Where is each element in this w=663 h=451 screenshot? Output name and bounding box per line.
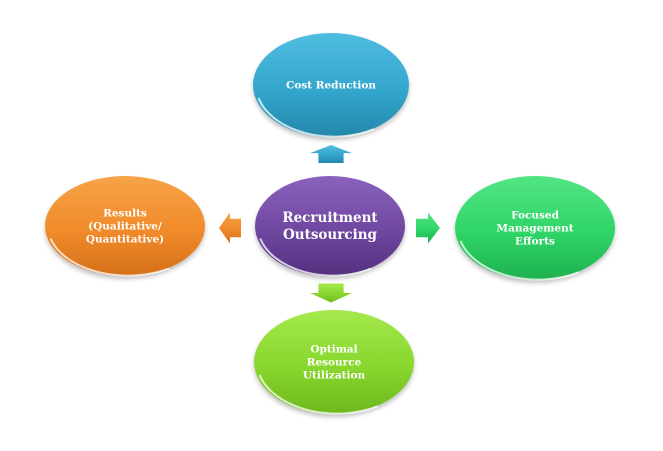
- node-label: Utilization: [303, 370, 366, 382]
- node-highlight: [258, 374, 379, 415]
- node-label: Management: [496, 223, 573, 235]
- node-label: Recruitment: [282, 210, 378, 226]
- node-cost-reduction: Cost Reduction: [253, 33, 409, 138]
- node-label: Outsourcing: [283, 227, 378, 243]
- node-ellipse: [255, 176, 405, 276]
- node-ellipse: [253, 33, 409, 137]
- arrow-left-icon: [219, 212, 241, 244]
- node-highlight: [49, 238, 170, 277]
- node-highlight: [459, 240, 580, 281]
- node-label: Focused: [511, 210, 560, 222]
- arrow-down-icon: [310, 283, 352, 303]
- node-highlight: [259, 238, 372, 277]
- node-label: Optimal: [310, 344, 357, 356]
- node-highlight: [257, 97, 375, 138]
- node-ellipse: [254, 310, 414, 414]
- node-ellipse: [455, 176, 615, 280]
- node-label: Quantitative): [86, 234, 164, 246]
- node-label: Results: [103, 208, 147, 220]
- node-results: Results(Qualitative/Quantitative): [45, 176, 205, 277]
- node-label: (Qualitative/: [88, 221, 162, 233]
- arrow-up-icon: [310, 145, 352, 163]
- node-label: Resource: [307, 357, 362, 369]
- arrow-right-icon: [416, 212, 440, 244]
- arrows: [219, 145, 440, 303]
- node-label: Efforts: [515, 236, 555, 248]
- node-ellipse: [45, 176, 205, 276]
- node-label: Cost Reduction: [286, 80, 376, 92]
